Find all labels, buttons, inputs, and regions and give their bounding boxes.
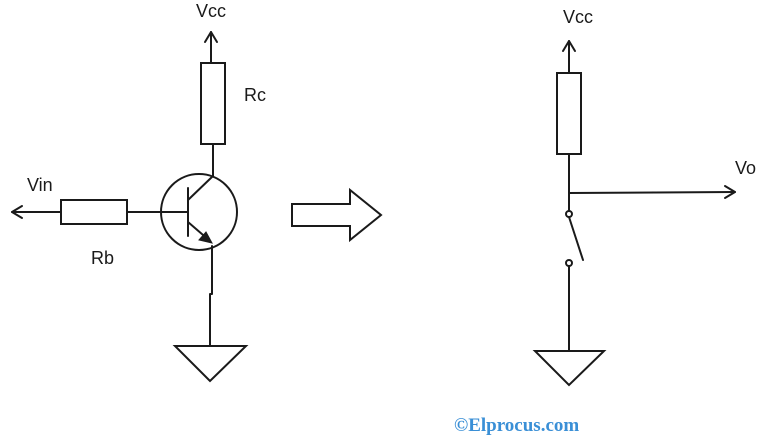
vin-arrow <box>11 205 62 219</box>
switch-blade <box>568 216 584 261</box>
ground-icon <box>532 350 607 387</box>
vcc-label-left: Vcc <box>196 1 226 21</box>
vin-label: Vin <box>27 175 53 195</box>
vcc-arrow-right <box>562 40 576 74</box>
vo-label: Vo <box>735 158 756 178</box>
vo-arrow <box>568 185 736 199</box>
transistor-circuit: Vcc Rc Rb Vin <box>11 1 266 383</box>
base-resistor <box>60 199 128 225</box>
ground-icon <box>172 345 249 383</box>
load-resistor <box>556 72 582 155</box>
collector-lead <box>187 175 214 201</box>
collector-resistor <box>200 62 226 145</box>
watermark: ©Elprocus.com <box>454 415 579 436</box>
rc-label: Rc <box>244 85 266 105</box>
vcc-arrow-left <box>204 31 218 64</box>
emitter-wire <box>209 245 213 347</box>
transform-arrow-icon <box>291 187 383 243</box>
rb-label: Rb <box>91 248 114 268</box>
switch-equivalent: Vcc Vo <box>532 7 756 387</box>
emitter-arrow-icon <box>198 231 213 244</box>
vcc-label-right: Vcc <box>563 7 593 27</box>
